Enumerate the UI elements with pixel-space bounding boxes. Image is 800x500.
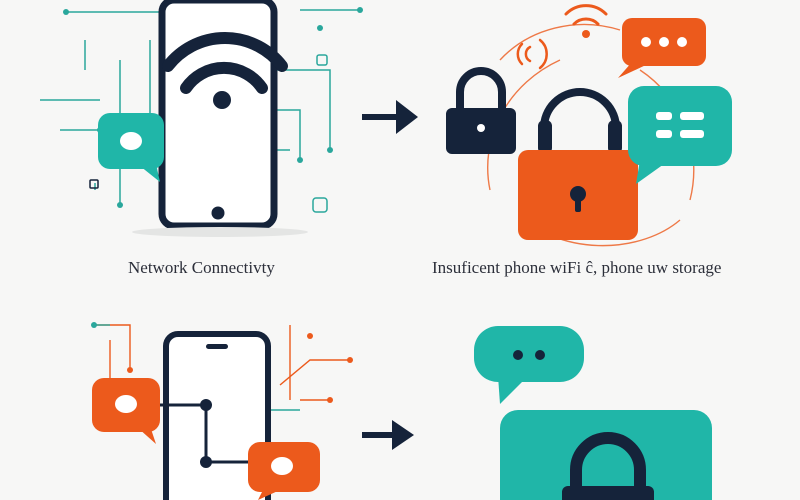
chat-bubble-icon [98,113,164,182]
connector-node [200,399,212,411]
circuit-square-node [89,179,99,189]
phone-shadow [132,227,308,237]
smartphone-icon [163,331,271,500]
chat-bubble-icon [618,18,706,78]
chat-bubble-icon [474,326,584,404]
caption-network-connectivity: Network Connectivty [128,258,275,277]
storage-panel [500,410,712,500]
smartphone-icon [158,0,278,230]
wifi-icon [162,32,288,109]
wifi-signal-side-icon [516,38,548,70]
chat-bubble-icon [248,442,320,500]
padlock-large-icon [518,150,638,240]
chat-bubble-icon [628,86,732,184]
arrow-right-icon [362,420,414,450]
arrow-right-icon [362,100,418,134]
circuit-nodes-bottom-left [91,322,353,403]
padlock-icon [562,432,654,500]
wifi-signal-small-icon [564,4,608,38]
circuit-square-node [316,54,328,66]
connector-node [200,456,212,468]
caption-storage-wifi: Insuficent phone wiFi ĉ, phone uw storag… [432,258,722,277]
circuit-square-node [312,197,328,213]
headphones-icon [538,88,622,154]
chat-bubble-icon [92,378,160,444]
padlock-icon [446,67,516,154]
